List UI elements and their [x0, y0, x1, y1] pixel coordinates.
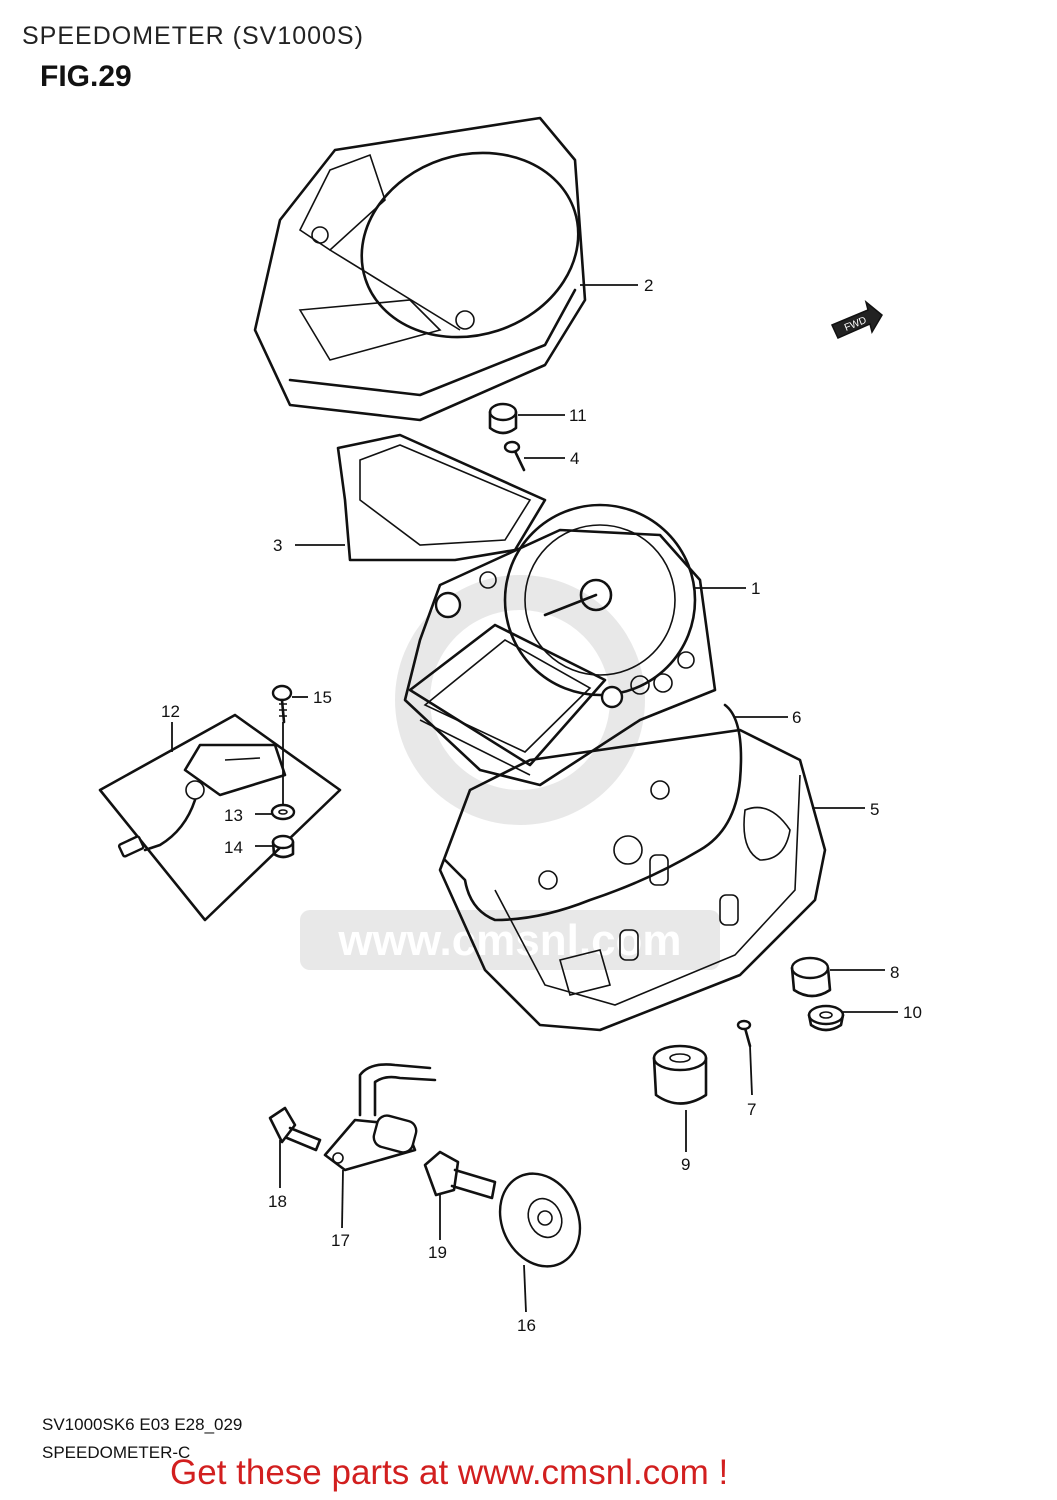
part-14-collar	[271, 834, 295, 859]
callout-10: 10	[903, 1003, 922, 1022]
part-7-screw	[736, 1019, 752, 1048]
part-11-grommet	[488, 402, 518, 435]
leader-lines	[171, 284, 898, 1313]
part-19-bolt	[423, 1150, 497, 1200]
part-17-speed-sensor	[323, 1063, 437, 1172]
part-5-meter-case	[438, 728, 827, 1032]
watermark-logo: www.cmsnl.com	[300, 575, 720, 970]
page-title: SPEEDOMETER (SV1000S)	[22, 22, 364, 50]
part-4-screw	[503, 440, 526, 472]
part-2-meter-cover	[253, 116, 587, 422]
callout-19: 19	[428, 1243, 447, 1262]
callout-6: 6	[792, 708, 801, 727]
callout-7: 7	[747, 1100, 756, 1119]
diagram-name: SPEEDOMETER-C	[42, 1443, 191, 1462]
fwd-arrow-icon: FWD	[830, 299, 883, 339]
callout-11: 11	[569, 406, 587, 425]
part-18-bolt	[268, 1106, 322, 1152]
watermark-text: www.cmsnl.com	[337, 916, 681, 965]
cta-link[interactable]: Get these parts at www.cmsnl.com !	[170, 1453, 729, 1492]
part-3-lens	[336, 433, 547, 562]
part-6-wire	[443, 703, 743, 922]
part-13-washer	[270, 803, 296, 821]
callout-5: 5	[870, 800, 879, 819]
callout-13: 13	[224, 806, 243, 825]
part-1-meter-assembly	[403, 503, 717, 787]
callout-16: 16	[517, 1316, 536, 1335]
part-16-sensor-rotor	[498, 1172, 582, 1268]
callout-12: 12	[161, 702, 180, 721]
callout-8: 8	[890, 963, 899, 982]
part-9-cushion	[652, 1044, 708, 1105]
figure-label: FIG.29	[40, 60, 132, 93]
diagram-code: SV1000SK6 E03 E28_029	[42, 1415, 243, 1434]
callout-3: 3	[273, 536, 282, 555]
callout-4: 4	[570, 449, 579, 468]
callout-18: 18	[268, 1192, 287, 1211]
part-8-cushion	[790, 956, 832, 998]
part-12-sensor-group	[98, 713, 342, 922]
callout-2: 2	[644, 276, 653, 295]
part-10-collar	[807, 1004, 845, 1032]
part-15-screw	[271, 684, 293, 724]
callout-1: 1	[751, 579, 760, 598]
callout-9: 9	[681, 1155, 690, 1174]
callout-17: 17	[331, 1231, 350, 1250]
callout-14: 14	[224, 838, 243, 857]
callout-15: 15	[313, 688, 332, 707]
